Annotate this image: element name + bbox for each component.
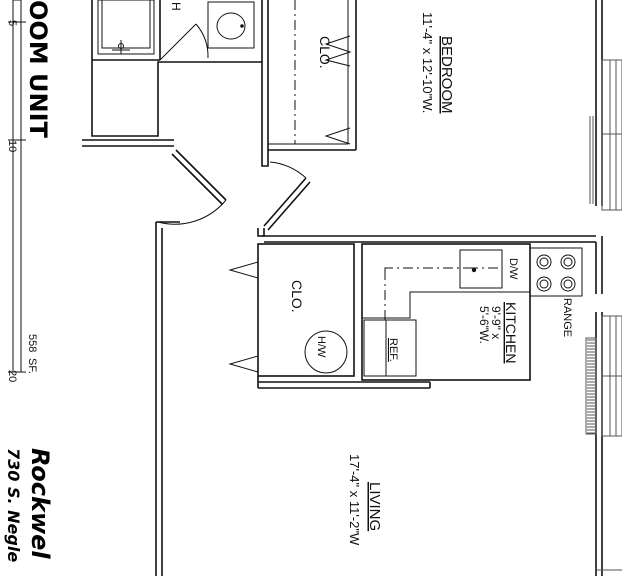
dishwasher-label: D/W: [507, 258, 519, 280]
lower-closet-door-top: [228, 261, 259, 279]
faucet-icon: [112, 40, 130, 54]
corridor-walls: [82, 0, 269, 167]
range-icon: [529, 247, 583, 297]
building-address: 730 S. Negle: [4, 448, 23, 562]
lower-closet-label: CLO.: [289, 280, 305, 313]
bedroom-dims: 11'-4" x 12'-10"W.: [420, 12, 435, 113]
living-room: LIVING 17'-4" x 11'-2"W: [347, 312, 603, 576]
living-dims: 17'-4" x 11'-2"W: [347, 454, 362, 546]
sink-icon: [207, 1, 255, 49]
bedroom-name: BEDROOM: [438, 36, 455, 114]
lower-closet-door-bottom: [228, 355, 259, 373]
bifold-door-icon: [324, 35, 352, 67]
area-value: 558: [26, 334, 38, 352]
entry-door: [155, 149, 227, 576]
kitchen: D/W RANGE REF. KITCHEN 9'-9" x 5'-6"W.: [361, 243, 583, 381]
kitchen-dims-line1: 9'-9" x: [489, 306, 503, 339]
kitchen-name: KITCHEN: [503, 302, 519, 363]
kitchen-dims-line2: 5'-6"W.: [477, 306, 491, 344]
kitchen-sink-icon: [459, 249, 503, 289]
bedroom: BEDROOM 11'-4" x 12'-10"W.: [420, 0, 603, 206]
bath-door-swing: [159, 23, 197, 61]
scale-tick-20: 20: [6, 370, 18, 382]
unit-type-title: OOM UNIT: [24, 0, 52, 139]
lower-closet: CLO. H/W: [228, 243, 431, 389]
water-heater-label: H/W: [315, 336, 327, 358]
bedroom-door: [257, 161, 311, 237]
water-heater-icon: [304, 330, 348, 374]
bathroom: H: [91, 0, 255, 61]
bedroom-window: [589, 59, 622, 211]
upper-closet: CLO.: [268, 0, 357, 151]
upper-closet-label: CLO.: [317, 36, 333, 69]
building-name: Rockwel: [26, 448, 54, 559]
refrigerator-icon: [363, 319, 417, 377]
mid-walls: [262, 235, 603, 294]
radiator-icon: [585, 337, 597, 435]
living-window: [596, 315, 622, 571]
living-name: LIVING: [366, 482, 383, 531]
scale-tick-5: 5: [6, 20, 18, 26]
scale-bar: 5 10 20: [6, 0, 26, 382]
refrigerator-label: REF.: [387, 338, 399, 362]
area-unit: SF.: [26, 358, 38, 374]
scale-tick-10: 10: [6, 140, 18, 152]
range-label: RANGE: [561, 298, 573, 337]
bath-label: H: [169, 2, 183, 11]
